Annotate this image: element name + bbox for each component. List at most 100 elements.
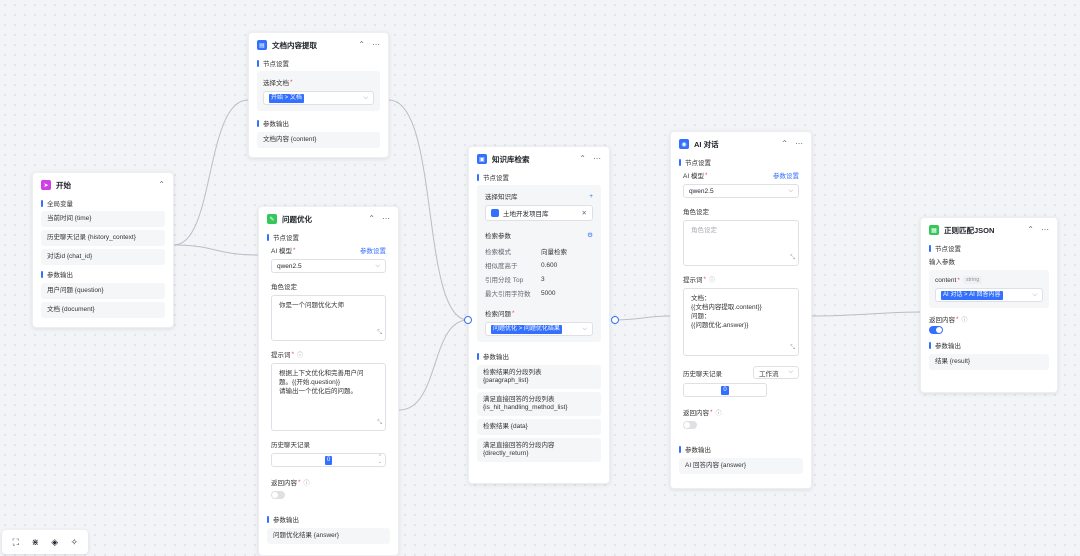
info-icon[interactable]: ⓘ: [297, 352, 304, 359]
start-node-header[interactable]: ➤ 开始 ⌃: [33, 173, 173, 197]
doc-extract-header[interactable]: ▤ 文档内容提取 ⌃ ⋯: [249, 33, 388, 57]
return-toggle[interactable]: [683, 421, 697, 429]
prompt-line: 文档：: [691, 295, 711, 302]
prompt-label: 提示词* ⓘ: [271, 350, 304, 360]
start-node-title: 开始: [56, 180, 71, 190]
collapse-icon[interactable]: ⌃: [579, 154, 586, 163]
kb-input-port[interactable]: [464, 316, 472, 324]
gear-icon[interactable]: ⚙: [587, 232, 593, 239]
content-value: AI 对话 > AI 回答内容: [941, 290, 1003, 300]
history-number-input[interactable]: 0 ⌃⌄: [271, 453, 386, 467]
select-doc-dropdown[interactable]: 开始 > 文档 ⌵: [263, 91, 374, 105]
chevron-down-icon: ⌵: [788, 187, 793, 194]
layout-icon[interactable]: ⋇: [31, 536, 40, 547]
edge-start-to-question-opt: [173, 244, 259, 256]
knowledge-base-icon: ▣: [477, 154, 487, 164]
info-icon[interactable]: ⓘ: [709, 277, 716, 284]
history-number-input[interactable]: 0: [683, 383, 767, 397]
expand-icon[interactable]: ⤡: [377, 330, 382, 336]
stepper-icon[interactable]: ⌃⌄: [377, 454, 382, 465]
kb-item-name: 土地开发项目库: [503, 211, 549, 218]
more-icon[interactable]: ⋯: [795, 139, 803, 148]
return-toggle-wrap: [921, 326, 1057, 334]
select-doc-value: 开始 > 文档: [269, 93, 304, 103]
collapse-icon[interactable]: ⌃: [158, 180, 165, 189]
close-icon[interactable]: ✕: [581, 210, 587, 217]
prompt-line: {{文档内容提取.content}}: [691, 304, 762, 311]
history-label: 历史聊天记录 工作流 ⌵: [683, 366, 799, 379]
global-var-item: 当前时间 {time}: [41, 211, 165, 227]
kb-search-header[interactable]: ▣ 知识库检索 ⌃ ⋯: [469, 147, 609, 171]
magic-icon[interactable]: ✧: [70, 536, 79, 547]
collapse-icon[interactable]: ⌃: [1027, 225, 1034, 234]
search-params-label: 检索参数 ⚙: [485, 232, 593, 240]
info-icon[interactable]: ⓘ: [303, 480, 310, 487]
prompt-line: 根据上下文优化和完善用户问: [279, 370, 364, 377]
regex-json-header[interactable]: ▦ 正则匹配JSON ⌃ ⋯: [921, 218, 1057, 242]
info-icon[interactable]: ⓘ: [961, 317, 968, 324]
params-output-label: 参数输出: [249, 117, 388, 129]
collapse-icon[interactable]: ⌃: [358, 40, 365, 49]
fit-view-icon[interactable]: ◈: [51, 536, 59, 547]
history-value: 0: [324, 455, 333, 465]
ai-model-select[interactable]: qwen2.5 ⌵: [271, 259, 386, 273]
role-textarea[interactable]: 你是一个问题优化大师 ⤡: [271, 295, 386, 341]
add-icon[interactable]: +: [589, 192, 593, 200]
more-icon[interactable]: ⋯: [1041, 225, 1049, 234]
params-output-label: 参数输出: [33, 268, 173, 280]
content-param-panel: content* string AI 对话 > AI 回答内容 ⌵: [929, 270, 1049, 308]
content-label: content* string: [935, 276, 1043, 284]
expand-icon[interactable]: ⤡: [790, 255, 795, 261]
question-opt-form: AI 模型* 参数设置 qwen2.5 ⌵ 角色设定 你是一个问题优化大师 ⤡ …: [259, 243, 398, 499]
prompt-line: 请输出一个优化后的问题。: [279, 388, 357, 395]
knowledge-base-icon: [491, 209, 499, 217]
node-settings-label: 节点设置: [671, 156, 811, 168]
kb-search-title: 知识库检索: [492, 154, 530, 164]
document-icon: ▤: [257, 40, 267, 50]
params-settings-link[interactable]: 参数设置: [360, 248, 386, 255]
content-select[interactable]: AI 对话 > AI 回答内容 ⌵: [935, 288, 1043, 302]
ai-model-select[interactable]: qwen2.5 ⌵: [683, 184, 799, 198]
regex-json-title: 正则匹配JSON: [944, 225, 995, 235]
doc-extract-node[interactable]: ▤ 文档内容提取 ⌃ ⋯ 节点设置 选择文档* 开始 > 文档 ⌵ 参数输出 文…: [248, 32, 389, 158]
role-textarea[interactable]: 角色设定 ⤡: [683, 220, 799, 266]
kb-search-node[interactable]: ▣ 知识库检索 ⌃ ⋯ 节点设置 选择知识库 + 土地开发项目库 ✕ 检索参数 …: [468, 146, 610, 484]
prompt-textarea[interactable]: 根据上下文优化和完善用户问 题。{{开始.question}} 请输出一个优化后…: [271, 363, 386, 431]
collapse-icon[interactable]: ⌃: [781, 139, 788, 148]
select-doc-panel: 选择文档* 开始 > 文档 ⌵: [257, 71, 380, 111]
params-settings-link[interactable]: 参数设置: [773, 173, 799, 180]
return-toggle[interactable]: [271, 491, 285, 499]
ai-chat-icon: ◉: [679, 139, 689, 149]
history-mode-select[interactable]: 工作流 ⌵: [753, 366, 799, 379]
ai-chat-header[interactable]: ◉ AI 对话 ⌃ ⋯: [671, 132, 811, 156]
kb-item[interactable]: 土地开发项目库 ✕: [485, 205, 593, 221]
start-node[interactable]: ➤ 开始 ⌃ 全局变量 当前时间 {time} 历史聊天记录 {history_…: [32, 172, 174, 328]
param-row: 检索模式向量检索: [485, 249, 567, 256]
info-icon[interactable]: ⓘ: [715, 410, 722, 417]
output-item: 文档内容 {content}: [257, 132, 380, 148]
prompt-textarea[interactable]: 文档： {{文档内容提取.content}} 问题： {{问题优化.answer…: [683, 288, 799, 356]
regex-json-node[interactable]: ▦ 正则匹配JSON ⌃ ⋯ 节点设置 输入参数 content* string…: [920, 217, 1058, 393]
search-question-select[interactable]: 问题优化 > 问题优化结果 ⌵: [485, 322, 593, 336]
node-settings-label: 节点设置: [469, 171, 609, 183]
ai-chat-node[interactable]: ◉ AI 对话 ⌃ ⋯ 节点设置 AI 模型* 参数设置 qwen2.5 ⌵ 角…: [670, 131, 812, 489]
question-opt-header[interactable]: ✎ 问题优化 ⌃ ⋯: [259, 207, 398, 231]
screenshot-icon[interactable]: ⛶: [12, 536, 19, 547]
more-icon[interactable]: ⋯: [372, 40, 380, 49]
collapse-icon[interactable]: ⌃: [368, 214, 375, 223]
expand-icon[interactable]: ⤡: [377, 420, 382, 426]
params-output-label: 参数输出: [259, 513, 398, 525]
ai-model-label: AI 模型* 参数设置: [271, 246, 386, 256]
more-icon[interactable]: ⋯: [382, 214, 390, 223]
more-icon[interactable]: ⋯: [593, 154, 601, 163]
expand-icon[interactable]: ⤡: [790, 345, 795, 351]
input-params-label: 输入参数: [929, 259, 955, 266]
question-opt-node[interactable]: ✎ 问题优化 ⌃ ⋯ 节点设置 AI 模型* 参数设置 qwen2.5 ⌵ 角色…: [258, 206, 399, 556]
chevron-down-icon: ⌵: [582, 325, 587, 332]
kb-output-port[interactable]: [611, 316, 619, 324]
role-label: 角色设定: [683, 209, 709, 216]
return-toggle[interactable]: [929, 326, 943, 334]
